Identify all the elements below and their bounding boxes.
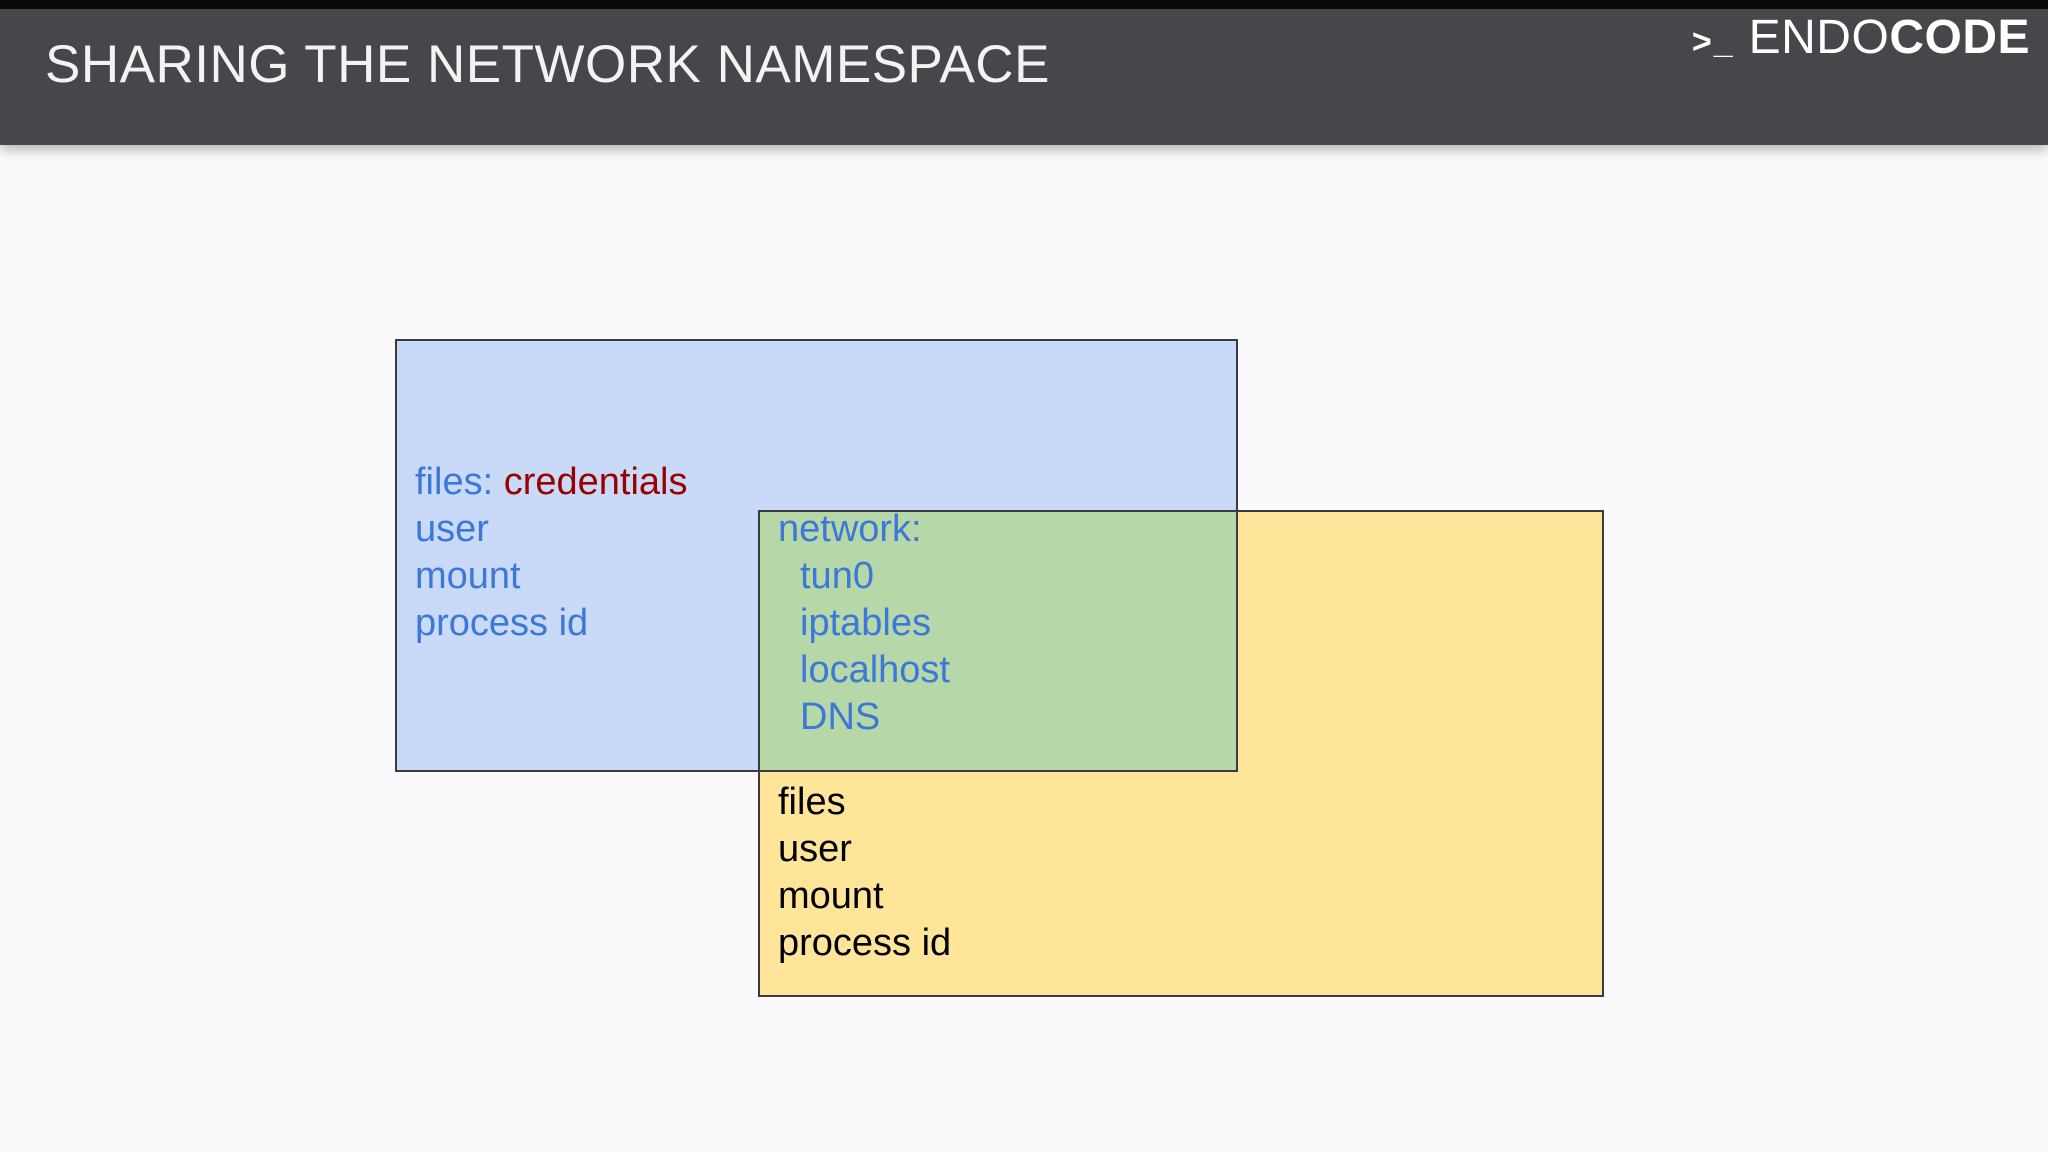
shared-network-overlap-box bbox=[758, 510, 1238, 772]
files-label: files: bbox=[415, 461, 504, 503]
list-item: iptables bbox=[800, 602, 931, 644]
list-item: user bbox=[778, 828, 852, 870]
credentials-label: credentials bbox=[503, 461, 688, 503]
blue-box-namespace-list: files: credentials user mount process id bbox=[415, 459, 687, 647]
header-bar: SHARING THE NETWORK NAMESPACE >_ ENDOCODE bbox=[0, 0, 2048, 145]
list-item: process id bbox=[415, 602, 589, 644]
list-item: tun0 bbox=[800, 555, 874, 597]
list-item: DNS bbox=[800, 696, 881, 738]
terminal-prompt-icon: >_ bbox=[1691, 23, 1735, 61]
list-item: files bbox=[778, 781, 846, 823]
shared-network-list: network: tun0 iptables localhost DNS bbox=[778, 506, 950, 741]
list-item: mount bbox=[778, 875, 884, 917]
list-item: process id bbox=[778, 922, 952, 964]
logo-text-endo: ENDO bbox=[1748, 11, 1890, 64]
list-item: mount bbox=[415, 555, 521, 597]
header-top-strip bbox=[0, 0, 2048, 9]
endocode-logo: >_ ENDOCODE bbox=[1692, 10, 2030, 70]
yellow-box-namespace-list: files user mount process id bbox=[778, 779, 951, 967]
list-item-files-credentials: files: credentials bbox=[415, 459, 687, 506]
list-item: user bbox=[415, 508, 489, 550]
network-title: network: bbox=[778, 508, 922, 550]
logo-text-code: CODE bbox=[1889, 11, 2030, 64]
list-item: localhost bbox=[800, 649, 950, 691]
slide-title: SHARING THE NETWORK NAMESPACE bbox=[45, 35, 1050, 94]
